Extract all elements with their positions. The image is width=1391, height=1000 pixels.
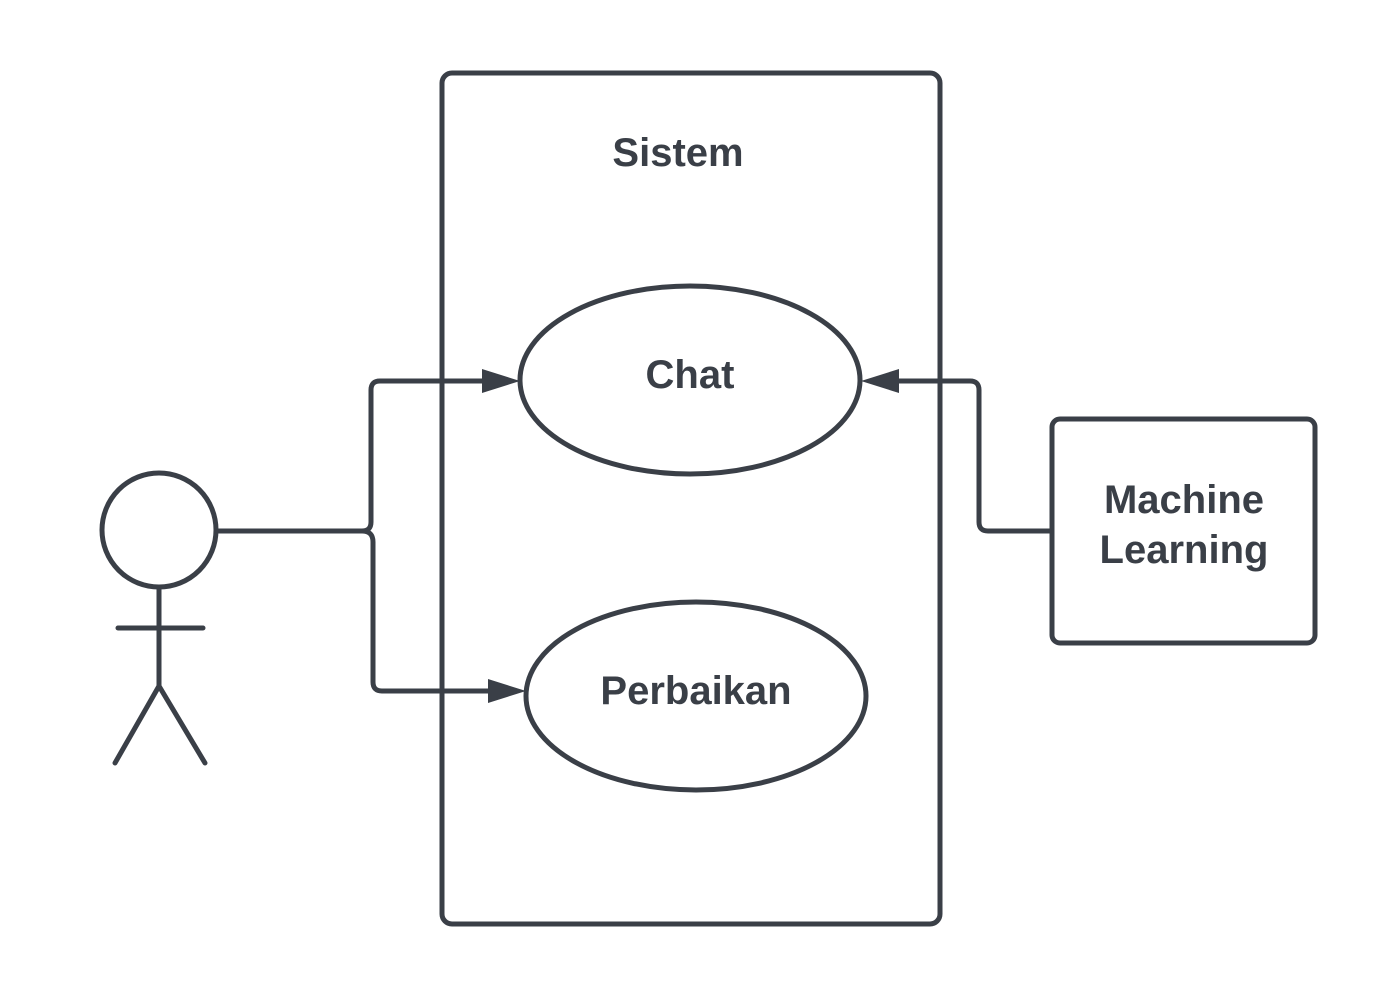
system-title: Sistem bbox=[612, 131, 743, 175]
machine-learning-label-line1: Machine bbox=[1104, 478, 1264, 522]
use-case-chat-label: Chat bbox=[646, 353, 735, 397]
use-case-perbaikan bbox=[523, 599, 869, 793]
machine-learning-box bbox=[1049, 416, 1318, 646]
arrowhead-perbaikan bbox=[488, 679, 526, 703]
connector-actor-to-perbaikan bbox=[359, 528, 491, 694]
use-case-perbaikan-label: Perbaikan bbox=[600, 669, 791, 713]
connector-ml-to-chat bbox=[895, 378, 1055, 534]
system-boundary bbox=[439, 70, 943, 927]
actor-right-leg bbox=[156, 683, 208, 766]
actor-left-leg bbox=[112, 683, 162, 766]
arrowhead-ml-chat bbox=[861, 369, 899, 393]
actor-head bbox=[99, 470, 219, 590]
arrowhead-chat bbox=[482, 369, 520, 393]
actor-icon bbox=[99, 470, 219, 766]
use-case-chat bbox=[517, 283, 863, 477]
machine-learning-label-line2: Learning bbox=[1100, 528, 1269, 572]
